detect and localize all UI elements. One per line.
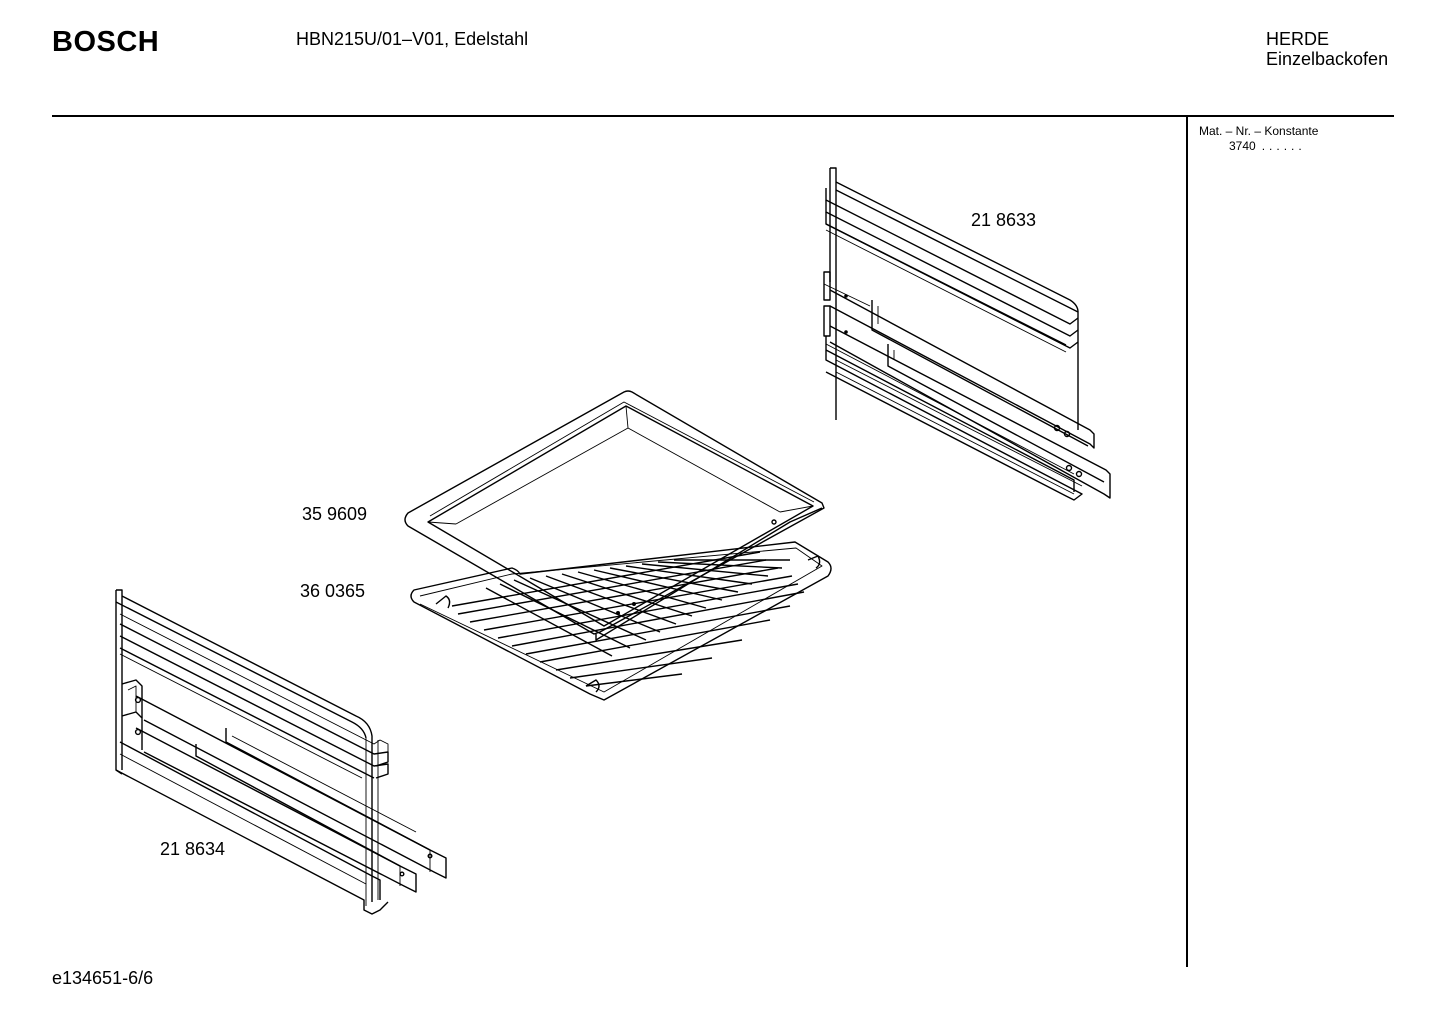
material-number-dots: ...... <box>1261 139 1306 153</box>
model-title: HBN215U/01–V01, Edelstahl <box>296 29 529 49</box>
wire-rack <box>410 541 832 701</box>
material-number-value: 3740 <box>1229 139 1256 153</box>
part-number-rail-right: 21 8633 <box>971 210 1037 230</box>
baking-tray <box>404 390 825 641</box>
part-number-wire-rack: 36 0365 <box>300 581 366 601</box>
header-divider <box>52 115 1394 117</box>
side-rail-right <box>823 167 1111 501</box>
material-number-row: 3740...... <box>1229 139 1306 153</box>
material-number-label: Mat. – Nr. – Konstante <box>1199 124 1319 138</box>
category-primary: HERDE <box>1266 29 1330 49</box>
category-secondary: Einzelbackofen <box>1266 49 1389 69</box>
part-number-rail-left: 21 8634 <box>160 839 226 859</box>
document-id: e134651-6/6 <box>52 968 154 988</box>
part-number-baking-tray: 35 9609 <box>302 504 368 524</box>
side-rail-left <box>115 589 447 915</box>
brand-logo: BOSCH <box>52 26 160 58</box>
sidebar-divider <box>1186 117 1188 967</box>
